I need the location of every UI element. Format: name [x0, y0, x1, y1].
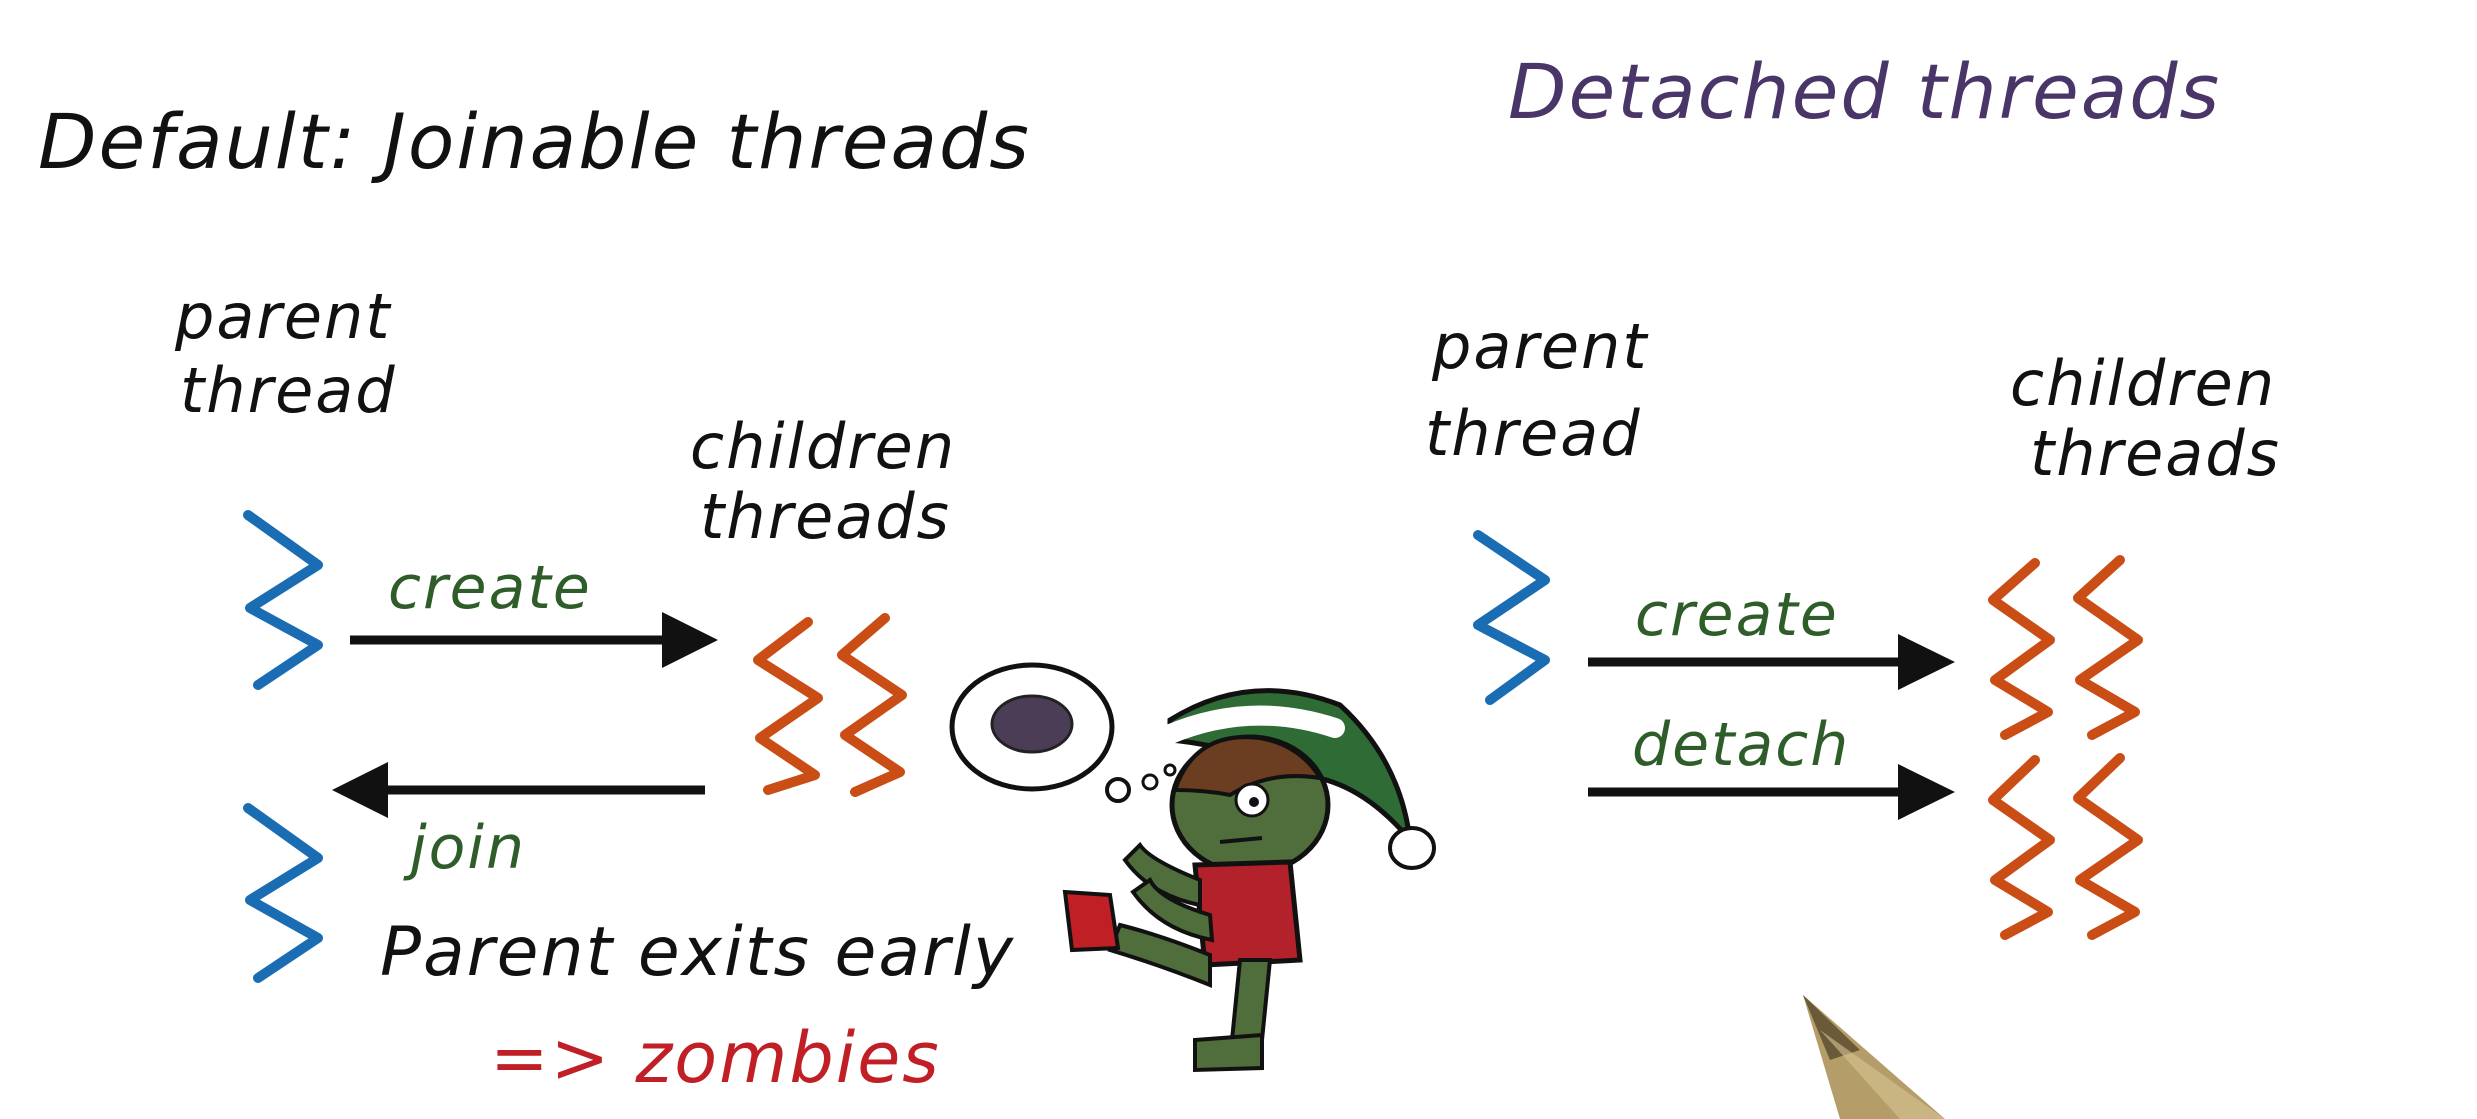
- right-child-thread-icon: [2073, 753, 2143, 940]
- arrow-right-icon: [1898, 634, 1955, 690]
- right-detach-label: detach: [1632, 710, 1850, 780]
- left-child-thread-icon: [837, 613, 907, 797]
- arrow-right-icon: [1898, 764, 1955, 820]
- pen-tip-icon: [1803, 995, 1945, 1119]
- thought-dot-icon: [1163, 763, 1177, 777]
- right-panel: Detached threads parent thread children …: [1425, 47, 2281, 940]
- left-parent-thread-icon: [243, 510, 323, 690]
- right-children-label-line1: children: [2010, 347, 2276, 420]
- left-create-label: create: [388, 553, 592, 623]
- zombie-hair-icon: [1172, 735, 1324, 798]
- left-join-label: join: [403, 813, 526, 883]
- arrow-right-icon: [662, 612, 718, 668]
- thought-dot-icon: [1141, 773, 1159, 791]
- right-child-thread-icon: [2073, 555, 2143, 740]
- zombie-boot-icon: [1062, 889, 1121, 953]
- zombie-elf-illustration: [949, 662, 1436, 1073]
- left-children-label-line1: children: [690, 410, 956, 483]
- left-parent-thread-after-join-icon: [243, 803, 323, 983]
- left-panel: Default: Joinable threads parent thread …: [38, 97, 1031, 1099]
- left-parent-label-line2: thread: [180, 354, 397, 427]
- left-note-line2: => zombies: [490, 1017, 941, 1099]
- zombie-leg-icon: [1229, 958, 1273, 1042]
- right-child-thread-icon: [1988, 755, 2055, 940]
- hat-pompom-icon: [1388, 826, 1436, 870]
- thought-dot-icon: [1105, 777, 1131, 803]
- zombie-arm-icon: [1130, 877, 1215, 943]
- left-parent-label-line1: parent: [174, 280, 392, 353]
- right-panel-title: Detached threads: [1508, 47, 2221, 136]
- zombie-foot-icon: [1193, 1032, 1264, 1073]
- left-panel-title: Default: Joinable threads: [38, 97, 1031, 186]
- zombie-mouth-icon: [1219, 836, 1263, 844]
- right-parent-label-line1: parent: [1431, 310, 1649, 383]
- right-children-label-line2: threads: [2030, 417, 2281, 490]
- right-parent-thread-icon: [1473, 530, 1550, 705]
- right-parent-label-line2: thread: [1425, 397, 1642, 470]
- right-child-thread-icon: [1988, 558, 2055, 740]
- zombie-arm-icon: [1122, 841, 1202, 908]
- left-note-line1: Parent exits early: [380, 913, 1015, 992]
- right-create-label: create: [1635, 580, 1839, 650]
- hat-brim-icon: [1158, 705, 1345, 745]
- arrow-left-icon: [332, 762, 388, 818]
- zombie-pupil-icon: [1249, 797, 1259, 807]
- left-child-thread-icon: [753, 617, 823, 795]
- brain-icon: [990, 694, 1074, 754]
- left-children-label-line2: threads: [700, 480, 951, 553]
